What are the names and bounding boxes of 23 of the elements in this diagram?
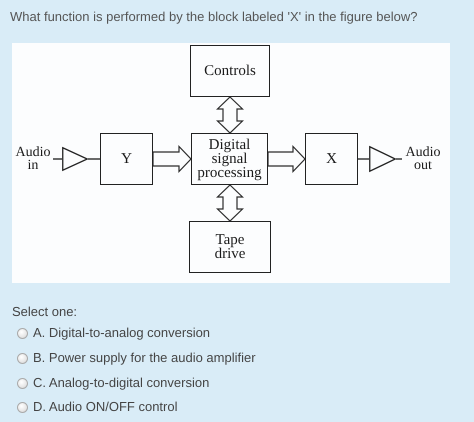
process-box: X <box>305 133 358 185</box>
block-arrow <box>267 145 306 173</box>
question-text: What function is performed by the block labeled 'X' in the figure below? <box>10 8 418 25</box>
process-box: Tape drive <box>189 221 271 273</box>
option-text: C. Analog-to-digital conversion <box>33 375 210 391</box>
block-arrow <box>216 96 244 134</box>
signal-label: Audio in <box>13 146 53 172</box>
signal-line <box>358 158 369 160</box>
signal-label: Audio out <box>402 146 444 172</box>
option-text: A. Digital-to-analog conversion <box>33 325 210 341</box>
signal-line <box>53 158 62 160</box>
option-text: D. Audio ON/OFF control <box>33 399 178 415</box>
signal-line <box>396 158 402 160</box>
process-box: Y <box>100 133 153 185</box>
process-box: Controls <box>190 45 270 97</box>
block-arrow <box>216 184 244 222</box>
prompt-text: Select one: <box>12 304 78 320</box>
signal-line <box>88 158 100 160</box>
amplifier-symbol <box>62 147 88 171</box>
amplifier-symbol <box>369 146 396 172</box>
process-box: Digital signal processing <box>191 133 268 185</box>
option-text: B. Power supply for the audio amplifier <box>33 350 256 366</box>
block-arrow <box>152 145 192 173</box>
